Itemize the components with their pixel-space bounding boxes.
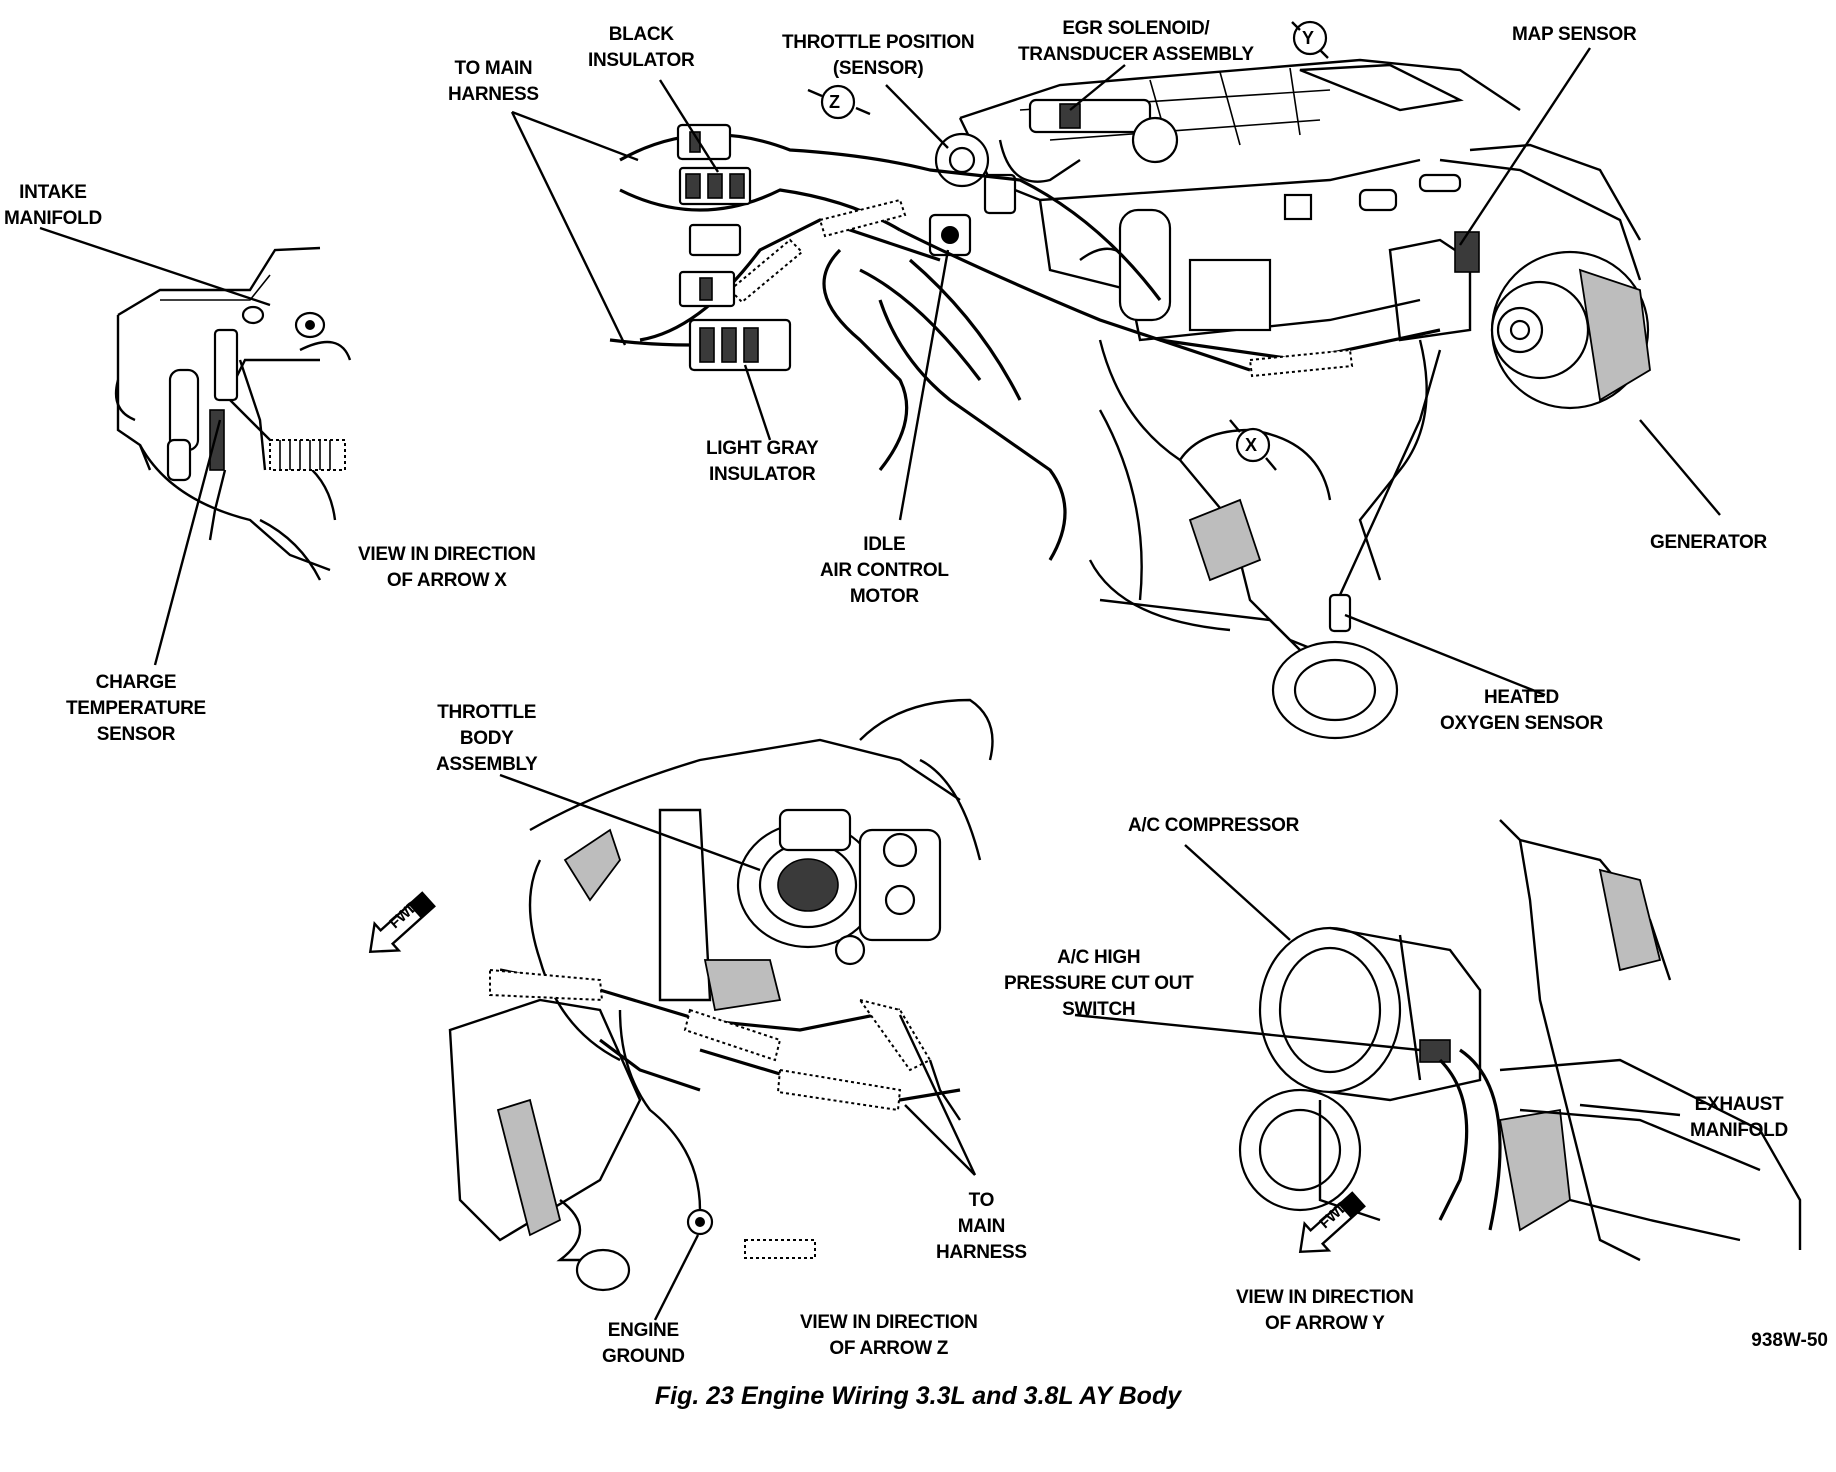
leader-charge-temp <box>153 419 222 666</box>
arrow-marker-x-letter: X <box>1245 435 1257 455</box>
arrow-marker-z <box>807 84 871 120</box>
charge-temperature-sensor-body <box>213 328 239 402</box>
leader-idle-air-control <box>898 249 950 521</box>
leader-map-sensor <box>1458 47 1592 246</box>
leader-throttle-body <box>499 773 761 872</box>
leader-lines <box>39 47 1721 1321</box>
label-egr-solenoid: EGR SOLENOID/TRANSDUCER ASSEMBLY <box>1018 18 1254 65</box>
leader-to-main-harness-2 <box>510 111 627 346</box>
leader-egr <box>1069 64 1126 111</box>
leader-intake-manifold <box>39 226 271 307</box>
hose-shading <box>496 1098 562 1237</box>
view-x-drawing <box>114 246 352 581</box>
ac-high-pressure-switch-icon <box>1419 1039 1451 1063</box>
leader-to-main-harness-1 <box>511 110 639 162</box>
map-sensor-body <box>1388 238 1472 342</box>
leader-engine-ground <box>653 1234 700 1321</box>
egr-solenoid-icon <box>1028 98 1152 134</box>
leader-throttle-position-sensor <box>885 84 949 149</box>
arrow-marker-x <box>1229 419 1277 471</box>
leader-to-main-harness-4 <box>898 1014 977 1176</box>
engine-main-drawing <box>822 58 1651 740</box>
leader-light-gray-insulator <box>743 364 772 441</box>
fwd-arrow-left <box>368 891 436 954</box>
arrow-marker-y-letter: Y <box>1302 28 1314 48</box>
arrow-marker-z-letter: Z <box>829 92 840 112</box>
bolt-icon <box>241 305 265 325</box>
oxygen-sensor-icon <box>1328 593 1352 633</box>
leader-generator <box>1639 419 1721 516</box>
wiring-harness-top <box>609 123 1441 378</box>
view-z-drawing <box>448 698 994 1292</box>
label-throttle-position-sensor: THROTTLE POSITION(SENSOR) <box>782 32 975 79</box>
label-map-sensor: MAP SENSOR <box>1512 24 1637 45</box>
ground-bolt-icon <box>744 1239 816 1259</box>
figure-caption: Fig. 23 Engine Wiring 3.3L and 3.8L AY B… <box>654 1382 1182 1410</box>
view-y-drawing <box>1238 819 1802 1262</box>
fwd-arrow-right <box>1298 1191 1366 1254</box>
leader-ac-switch <box>1074 1013 1421 1052</box>
arrow-marker-y <box>1291 20 1329 59</box>
label-ac-compressor: A/C COMPRESSOR <box>1128 815 1300 836</box>
leader-ac-compressor <box>1184 844 1291 941</box>
black-insulator-connector <box>676 123 732 161</box>
label-generator: GENERATOR <box>1650 532 1767 553</box>
leader-to-main-harness-3 <box>904 1104 976 1176</box>
leader-oxygen-sensor <box>1344 613 1546 697</box>
leader-black-insulator <box>658 79 720 173</box>
figure-id: 938W-50 <box>1751 1330 1828 1351</box>
leader-exhaust-manifold <box>1579 1103 1681 1117</box>
